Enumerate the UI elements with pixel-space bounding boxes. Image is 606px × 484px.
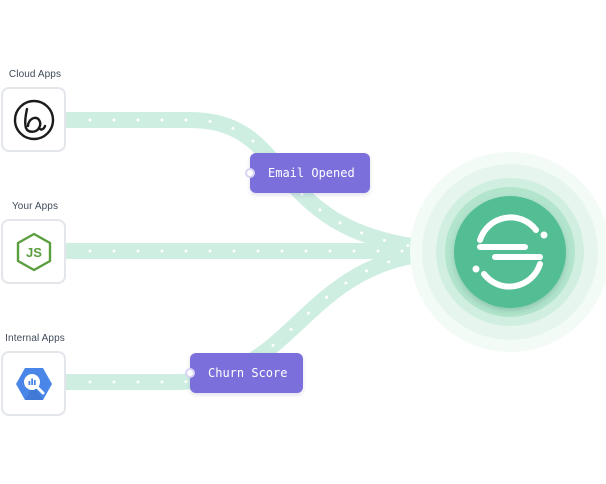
- segment-hub-rings: [410, 152, 606, 352]
- segment-hub: [410, 152, 606, 352]
- event-email-opened[interactable]: Email Opened: [245, 153, 370, 193]
- source-label-internal-apps: Internal Apps: [5, 333, 65, 344]
- event-label: Email Opened: [268, 166, 355, 180]
- app-tile-your-apps[interactable]: JS: [1, 219, 66, 284]
- segment-logo-icon: [477, 214, 543, 290]
- event-churn-score[interactable]: Churn Score: [185, 353, 303, 393]
- webflow-b-icon: [13, 99, 54, 140]
- app-tile-internal-apps[interactable]: [1, 351, 66, 416]
- source-label-your-apps: Your Apps: [11, 201, 59, 212]
- event-label: Churn Score: [208, 366, 288, 380]
- source-label-cloud-apps: Cloud Apps: [8, 69, 62, 80]
- app-tile-cloud-apps[interactable]: [1, 87, 66, 152]
- nodejs-icon: JS: [16, 232, 51, 271]
- connector-dot: [245, 168, 255, 178]
- connector-dot: [185, 368, 195, 378]
- bigquery-icon: [15, 367, 52, 400]
- svg-text:JS: JS: [26, 245, 42, 260]
